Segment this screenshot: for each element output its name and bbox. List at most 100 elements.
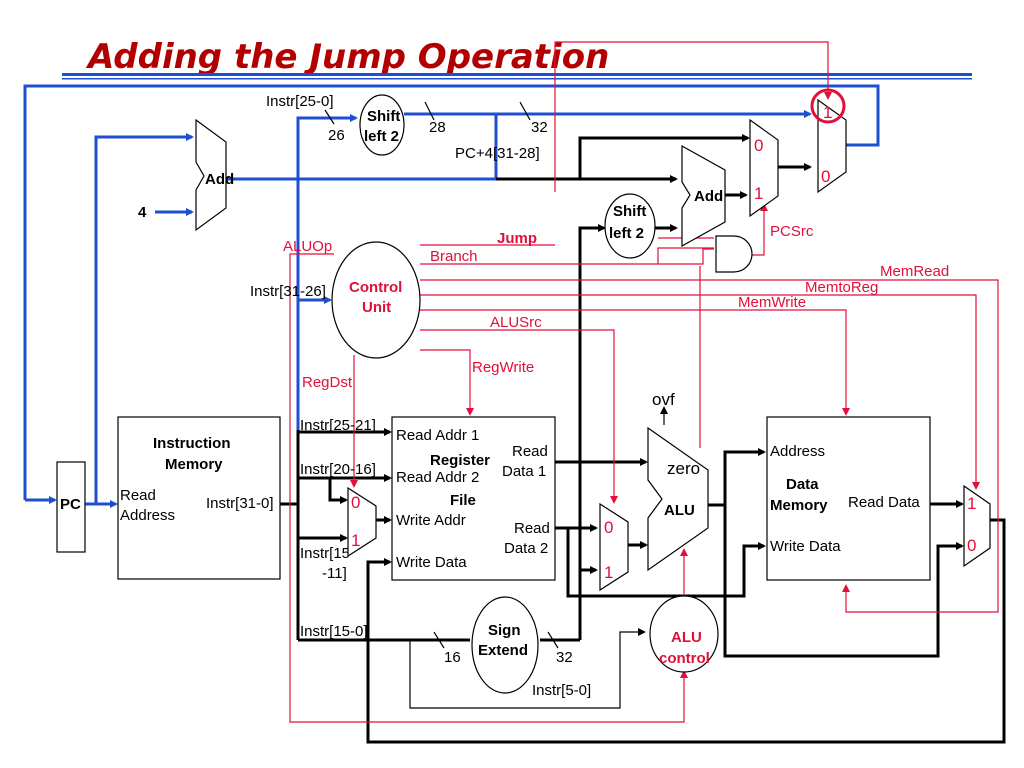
width-16: 16	[444, 649, 461, 666]
signal-aluop: ALUOp	[283, 238, 332, 255]
instr-15-0: Instr[15-0]	[300, 623, 368, 640]
signal-regwrite: RegWrite	[472, 359, 534, 376]
signal-memtoreg: MemtoReg	[805, 279, 878, 296]
pc-adder-label: Add	[205, 171, 234, 188]
pc-path-wires	[23, 84, 880, 508]
alusrc-mux	[599, 502, 629, 592]
memtoreg-mux-0: 0	[967, 536, 976, 555]
imem-read: Read	[120, 487, 156, 504]
branch-adder	[681, 144, 726, 248]
shift-mid-line1: Shift	[613, 203, 646, 220]
rf-rd2-b: Data 2	[504, 540, 548, 557]
register-file	[391, 416, 556, 581]
shift-top-line1: Shift	[367, 108, 400, 125]
width-tick	[433, 631, 445, 649]
imem-line1: Instruction	[153, 435, 231, 452]
width-tick	[547, 631, 559, 649]
pc4-upper-label: PC+4[31-28]	[455, 145, 540, 162]
rf-rd1-b: Data 1	[502, 463, 546, 480]
alu-zero: zero	[667, 459, 700, 478]
dmem-line2: Memory	[770, 497, 828, 514]
width-tick	[424, 101, 435, 121]
shift-left-2-branch	[604, 193, 656, 259]
branch-adder-label: Add	[694, 188, 723, 205]
regdst-mux-1: 1	[351, 531, 360, 550]
rf-write-addr: Write Addr	[396, 512, 466, 529]
control-wires	[289, 41, 999, 723]
pcsrc-mux	[749, 118, 779, 218]
regdst-mux-0: 0	[351, 493, 360, 512]
dmem-read-data: Read Data	[848, 494, 920, 511]
alusrc-mux-1: 1	[604, 563, 613, 582]
title-rule	[62, 73, 972, 76]
pc-label: PC	[60, 496, 81, 513]
jump-mux-0: 0	[821, 167, 830, 186]
alu-control-line1: ALU	[671, 629, 702, 646]
instr-25-21: Instr[25-21]	[300, 417, 376, 434]
imem-line2: Memory	[165, 456, 223, 473]
signal-jump: Jump	[497, 230, 537, 247]
shift-mid-line2: left 2	[609, 225, 644, 242]
sign-extend	[471, 596, 539, 694]
highlight-circle	[810, 88, 846, 124]
dmem-address: Address	[770, 443, 825, 460]
rf-read-addr-1: Read Addr 1	[396, 427, 479, 444]
branch-and-gate	[715, 235, 753, 273]
instr-15-11-a: Instr[15	[300, 545, 350, 562]
data-memory	[766, 416, 931, 581]
pcsrc-mux-1: 1	[754, 184, 763, 203]
instr-5-0: Instr[5-0]	[532, 682, 591, 699]
rf-rd1-a: Read	[512, 443, 548, 460]
signal-regdst: RegDst	[302, 374, 353, 391]
imem-out-label: Instr[31-0]	[206, 495, 274, 512]
alusrc-mux-0: 0	[604, 518, 613, 537]
rf-name-1: Register	[430, 452, 490, 469]
constant-four: 4	[138, 204, 147, 221]
width-tick	[324, 109, 335, 125]
sign-extend-line2: Extend	[478, 642, 528, 659]
rf-name-2: File	[450, 492, 476, 509]
signal-memread: MemRead	[880, 263, 949, 280]
width-28: 28	[429, 119, 446, 136]
instr-15-11-b: -11]	[322, 565, 347, 582]
signal-memwrite: MemWrite	[738, 294, 806, 311]
regdst-mux	[347, 486, 377, 558]
instr-25-0-label: Instr[25-0]	[266, 93, 334, 110]
pc-adder	[195, 118, 227, 232]
instr-20-16: Instr[20-16]	[300, 461, 376, 478]
signal-alusrc: ALUSrc	[490, 314, 542, 331]
width-tick	[519, 101, 531, 121]
control-line1: Control	[349, 279, 402, 296]
control-unit	[331, 241, 421, 359]
title-rule-thin	[62, 78, 972, 80]
alu-control-line2: control	[659, 650, 710, 667]
shift-top-line2: left 2	[364, 128, 399, 145]
dmem-write-data: Write Data	[770, 538, 841, 555]
datapath-wires	[280, 134, 1006, 744]
pcsrc-mux-0: 0	[754, 136, 763, 155]
width-32: 32	[531, 119, 548, 136]
memtoreg-mux	[963, 484, 991, 568]
pc-register	[56, 461, 86, 553]
instr-31-26-label: Instr[31-26]	[250, 283, 326, 300]
width-32-se: 32	[556, 649, 573, 666]
jump-mux-1: 1	[823, 103, 832, 122]
control-line2: Unit	[362, 299, 391, 316]
alu	[647, 426, 709, 572]
signal-branch: Branch	[430, 248, 478, 265]
sign-extend-line1: Sign	[488, 622, 521, 639]
memtoreg-mux-1: 1	[967, 494, 976, 513]
signal-pcsrc: PCSrc	[770, 223, 814, 240]
imem-address: Address	[120, 507, 175, 524]
width-26: 26	[328, 127, 345, 144]
alu-control	[649, 595, 719, 673]
rf-rd2-a: Read	[514, 520, 550, 537]
page-title: Adding the Jump Operation	[85, 37, 609, 77]
alu-ovf: ovf	[652, 390, 675, 409]
rf-write-data: Write Data	[396, 554, 467, 571]
shift-left-2-jump	[359, 94, 405, 156]
dmem-line1: Data	[786, 476, 819, 493]
instruction-memory	[117, 416, 281, 580]
alu-label: ALU	[664, 502, 695, 519]
